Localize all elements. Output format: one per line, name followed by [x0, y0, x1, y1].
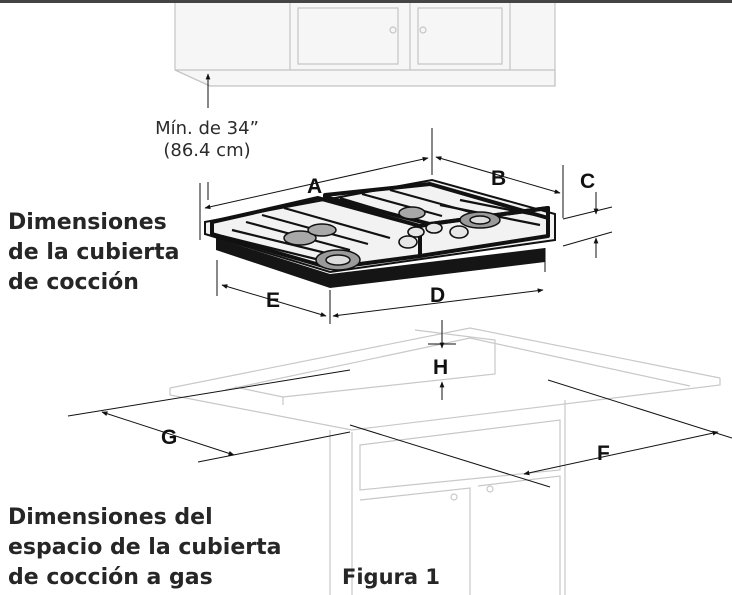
dimension-c-label: C	[580, 170, 595, 193]
clearance-label-line-1: Mín. de 34”	[155, 118, 259, 139]
cutout-dimensions-heading: Dimensiones del espacio de la cubierta d…	[8, 503, 281, 593]
upper-cabinet	[174, 3, 556, 87]
dimension-d	[329, 248, 546, 324]
dimension-b	[435, 156, 564, 218]
dimension-g-label: G	[161, 426, 177, 449]
cooktop-heading-line-2: de la cubierta	[8, 240, 180, 265]
base-cabinet	[169, 327, 721, 595]
dimension-f-label: F	[597, 442, 610, 465]
cooktop-heading-line-3: de cocción	[8, 270, 139, 295]
figure-caption: Figura 1	[342, 565, 440, 589]
clearance-label-line-2: (86.4 cm)	[163, 140, 251, 161]
dimension-c	[562, 192, 613, 258]
cutout-heading-line-1: Dimensiones del	[8, 505, 213, 530]
dimension-b-label: B	[491, 167, 506, 190]
cooktop-dimensions-heading: Dimensiones de la cubierta de cocción	[8, 208, 180, 298]
dimension-f	[523, 379, 732, 476]
dimension-e	[216, 260, 327, 317]
dimension-h	[428, 320, 456, 400]
cutout-heading-line-3: de cocción a gas	[8, 565, 213, 590]
clearance-label: Mín. de 34” (86.4 cm)	[132, 118, 282, 162]
dimension-d-label: D	[430, 284, 445, 307]
dimension-g	[67, 369, 551, 488]
dimension-e-label: E	[266, 289, 280, 312]
dimension-a-label: A	[307, 175, 322, 198]
cooktop	[204, 178, 556, 288]
dimension-a	[199, 128, 433, 240]
cooktop-heading-line-1: Dimensiones	[8, 210, 167, 235]
cutout-heading-line-2: espacio de la cubierta	[8, 535, 282, 560]
dimension-h-label: H	[433, 356, 448, 379]
